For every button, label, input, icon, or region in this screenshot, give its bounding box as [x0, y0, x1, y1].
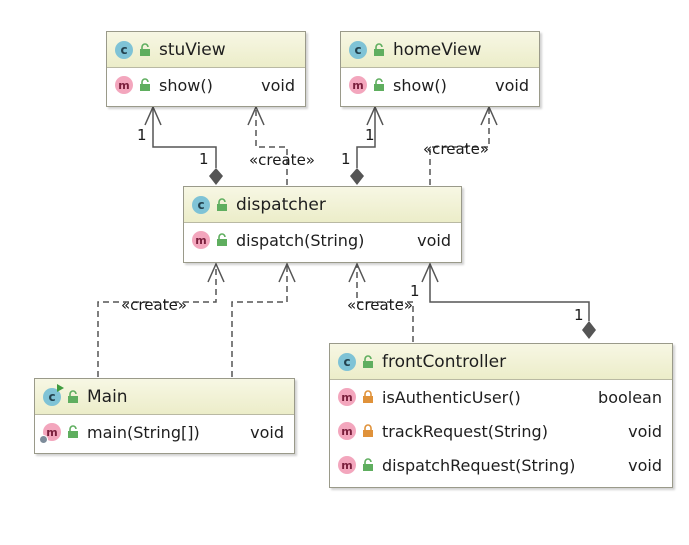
private-lock-icon — [363, 424, 373, 437]
method-row[interactable]: m isAuthenticUser() boolean — [330, 380, 672, 414]
class-frontcontroller[interactable]: c frontController m isAuthenticUser() bo… — [329, 343, 673, 488]
method-signature: main(String[]) — [87, 422, 200, 442]
class-icon: c — [192, 195, 210, 214]
class-header: c Main — [35, 379, 294, 415]
composition-stuview-line — [152, 107, 217, 168]
method-return-type: void — [495, 75, 529, 95]
multiplicity-label: 1 — [341, 150, 351, 168]
class-homeview[interactable]: c homeView m show() void — [340, 31, 540, 107]
multiplicity-label: 1 — [137, 126, 147, 144]
method-icon: m — [338, 422, 356, 440]
method-signature: show() — [159, 75, 213, 95]
stereotype-label: «create» — [347, 296, 413, 314]
stereotype-label: «create» — [121, 296, 187, 314]
method-row[interactable]: m show() void — [341, 68, 539, 102]
public-icon — [140, 78, 150, 91]
public-icon — [217, 197, 227, 211]
method-return-type: boolean — [598, 387, 662, 407]
class-icon: c — [115, 40, 133, 59]
method-signature: dispatch(String) — [236, 230, 365, 250]
stereotype-label: «create» — [249, 151, 315, 169]
static-icon — [39, 435, 48, 444]
method-row[interactable]: m show() void — [107, 68, 305, 102]
diamond-dispatcher-homeview — [350, 168, 364, 185]
dependency-main-create-line — [97, 264, 217, 377]
arrowhead-stuview-dep — [247, 105, 265, 126]
arrowhead-main-create — [207, 262, 225, 283]
class-name: frontController — [382, 351, 507, 372]
arrowhead-homeview-dep — [480, 105, 498, 126]
composition-homeview-line — [356, 107, 376, 168]
dependency-stuview-line — [255, 107, 288, 185]
arrowhead-main — [278, 262, 296, 283]
class-name: stuView — [159, 39, 226, 60]
method-row[interactable]: m trackRequest(String) void — [330, 414, 672, 448]
class-name: dispatcher — [236, 194, 326, 215]
method-row[interactable]: m dispatchRequest(String) void — [330, 448, 672, 482]
run-icon — [57, 383, 64, 392]
class-icon: c — [338, 352, 356, 371]
class-header: c homeView — [341, 32, 539, 68]
stereotype-label: «create» — [423, 140, 489, 158]
multiplicity-label: 1 — [365, 126, 375, 144]
arrowhead-stuview — [144, 105, 162, 126]
arrowhead-front-dep — [348, 262, 366, 283]
public-icon — [374, 42, 384, 56]
arrowhead-homeview — [366, 105, 384, 126]
class-header: c dispatcher — [184, 187, 461, 223]
arrowhead-front — [421, 262, 439, 283]
method-signature: trackRequest(String) — [382, 421, 548, 441]
class-icon: c — [43, 383, 64, 406]
class-name: Main — [87, 386, 128, 407]
public-icon — [217, 233, 227, 246]
method-row[interactable]: m dispatch(String) void — [184, 223, 461, 257]
method-return-type: void — [628, 455, 662, 475]
public-icon — [363, 354, 373, 368]
method-signature: dispatchRequest(String) — [382, 455, 576, 475]
class-stuview[interactable]: c stuView m show() void — [106, 31, 306, 107]
private-lock-icon — [363, 390, 373, 403]
class-header: c frontController — [330, 344, 672, 380]
multiplicity-label: 1 — [199, 150, 209, 168]
class-dispatcher[interactable]: c dispatcher m dispatch(String) void — [183, 186, 462, 263]
public-icon — [68, 425, 78, 438]
method-icon: m — [349, 76, 367, 94]
method-return-type: void — [417, 230, 451, 250]
method-icon: m — [192, 231, 210, 249]
multiplicity-label: 1 — [410, 282, 420, 300]
diamond-dispatcher-stuview — [209, 168, 223, 185]
class-icon: c — [349, 40, 367, 59]
method-signature: show() — [393, 75, 447, 95]
public-icon — [363, 458, 373, 471]
public-icon — [374, 78, 384, 91]
class-name: homeView — [393, 39, 482, 60]
public-icon — [68, 389, 78, 403]
method-row[interactable]: m main(String[]) void — [35, 415, 294, 449]
method-return-type: void — [628, 421, 662, 441]
class-header: c stuView — [107, 32, 305, 68]
multiplicity-label: 1 — [574, 306, 584, 324]
method-signature: isAuthenticUser() — [382, 387, 521, 407]
dependency-front-line — [356, 264, 414, 342]
dependency-main-line — [231, 264, 288, 377]
method-icon: m — [338, 388, 356, 406]
composition-front-line — [429, 264, 590, 321]
method-icon: m — [115, 76, 133, 94]
class-main[interactable]: c Main m main(String[]) void — [34, 378, 295, 454]
method-icon: m — [338, 456, 356, 474]
method-icon: m — [39, 423, 61, 444]
diamond-frontcontroller — [582, 321, 596, 339]
method-return-type: void — [250, 422, 284, 442]
public-icon — [140, 42, 150, 56]
method-return-type: void — [261, 75, 295, 95]
